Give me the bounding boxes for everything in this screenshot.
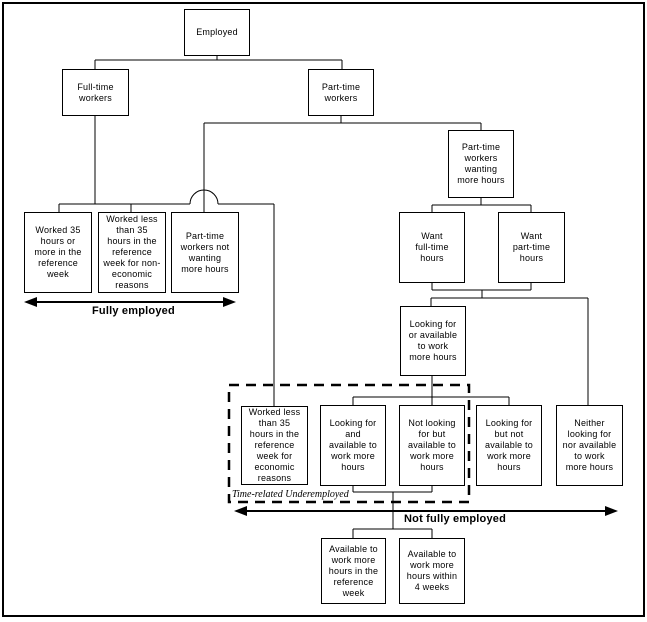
node-looking-but-not-available: Looking for but not available to work mo… — [476, 405, 542, 486]
node-part-time-not-wanting: Part-time workers not wanting more hours — [171, 212, 239, 293]
label-not-fully-employed: Not fully employed — [404, 513, 506, 525]
node-part-time-workers: Part-time workers — [308, 69, 374, 116]
node-employed: Employed — [184, 9, 250, 56]
node-worked-less-economic: Worked less than 35 hours in the referen… — [241, 406, 308, 485]
node-part-time-wanting-more: Part-time workers wanting more hours — [448, 130, 514, 198]
node-available-4-weeks: Available to work more hours within 4 we… — [399, 538, 465, 604]
arrow-fully-employed — [24, 297, 236, 307]
node-not-looking-but-available: Not looking for but available to work mo… — [399, 405, 465, 486]
node-want-part-time-hours: Want part-time hours — [498, 212, 565, 283]
node-worked-35-or-more: Worked 35 hours or more in the reference… — [24, 212, 92, 293]
node-looking-and-available: Looking for and available to work more h… — [320, 405, 386, 486]
node-want-full-time-hours: Want full-time hours — [399, 212, 465, 283]
label-fully-employed: Fully employed — [92, 305, 175, 317]
label-time-related-underemployed: Time-related Underemployed — [232, 489, 349, 500]
node-looking-or-available: Looking for or available to work more ho… — [400, 306, 466, 376]
node-neither-looking-nor-available: Neither looking for nor available to wor… — [556, 405, 623, 486]
node-full-time-workers: Full-time workers — [62, 69, 129, 116]
node-worked-less-non-economic: Worked less than 35 hours in the referen… — [98, 212, 166, 293]
dashed-group-time-related-underemployed — [227, 383, 471, 504]
arrow-not-fully-employed — [234, 506, 618, 516]
node-available-reference-week: Available to work more hours in the refe… — [321, 538, 386, 604]
